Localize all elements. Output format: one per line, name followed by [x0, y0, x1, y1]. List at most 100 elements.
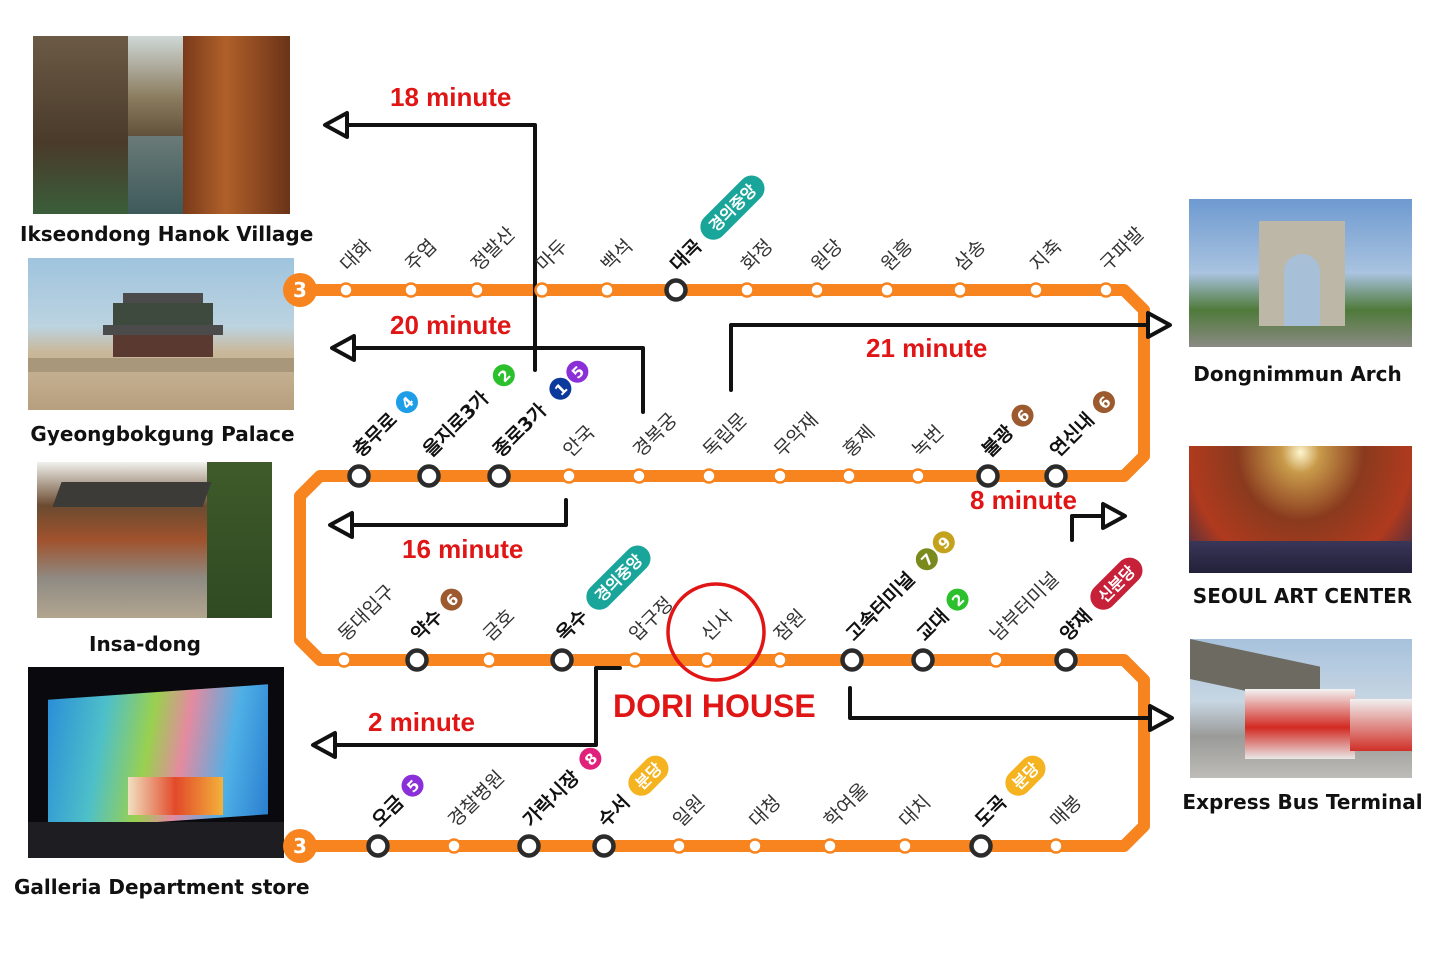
station-name: 경찰병원: [444, 767, 509, 832]
arrow-head-icon: [328, 511, 354, 539]
caption-insa-dong: Insa-dong: [89, 632, 201, 656]
transfer-line-name: 경의중앙: [591, 550, 646, 605]
line-number-badge: 3: [283, 829, 317, 863]
station-name: 지축: [1026, 235, 1066, 275]
station-marker: [671, 838, 687, 854]
photo-seoul-art-center: [1189, 446, 1412, 573]
line-3-track: 33: [283, 273, 1150, 863]
photo-gyeongbokgung-palace: [28, 258, 294, 410]
home-label: DORI HOUSE: [613, 688, 816, 724]
station-name: 옥수: [552, 605, 592, 645]
route-arrow-insadong: [328, 498, 568, 539]
photo-ikseondong-hanok-village: [33, 36, 290, 214]
station-name: 잠원: [770, 605, 810, 645]
route-arrow-galleria: [311, 666, 622, 759]
transfer-line-badge: 2: [946, 588, 969, 611]
station-name: 학여울: [820, 779, 873, 832]
station-name: 홍제: [839, 421, 879, 461]
transfer-station-marker: [911, 648, 935, 672]
station-name: 수서: [594, 791, 634, 831]
route-time-insadong: 16 minute: [402, 534, 523, 564]
line-number-text: 3: [293, 834, 307, 858]
station-marker: [897, 838, 913, 854]
transfer-line-badge: 6: [440, 588, 463, 611]
caption-ikseondong: Ikseondong Hanok Village: [20, 222, 314, 246]
transfer-line-badge: 6: [1092, 391, 1115, 414]
transfer-line-badge: 4: [395, 391, 418, 414]
station-name: 동대입구: [334, 581, 399, 646]
route-arrow-express-bus: [848, 686, 1174, 732]
station-name: 주엽: [401, 235, 441, 275]
station-marker: [336, 652, 352, 668]
transfer-station-marker: [664, 278, 688, 302]
station-name: 고속터미널: [842, 568, 919, 645]
caption-dongnimmun: Dongnimmun Arch: [1193, 362, 1402, 386]
transfer-station-marker: [550, 648, 574, 672]
station-name: 신사: [697, 605, 737, 645]
arrow-head-icon: [1146, 311, 1172, 339]
station-name: 정발산: [467, 223, 520, 276]
station-marker: [822, 838, 838, 854]
arrow-head-icon: [311, 731, 337, 759]
station-marker: [338, 282, 354, 298]
line-track-path: [294, 284, 1150, 852]
station-marker: [772, 468, 788, 484]
station-name: 안국: [559, 421, 599, 461]
station-marker: [809, 282, 825, 298]
station-row4-1[interactable]: 경찰병원: [444, 767, 509, 854]
photo-dongnimmun-arch: [1189, 199, 1412, 347]
station-row3-9[interactable]: 남부터미널: [986, 568, 1063, 668]
route-arrows: [311, 111, 1174, 759]
station-marker: [988, 652, 1004, 668]
station-name: 독립문: [699, 409, 752, 462]
transfer-station-marker: [969, 834, 993, 858]
station-marker: [699, 652, 715, 668]
station-marker: [481, 652, 497, 668]
station-name: 남부터미널: [986, 568, 1063, 645]
station-name: 일원: [669, 791, 709, 831]
transfer-line-badge: 1: [549, 377, 572, 400]
station-marker: [446, 838, 462, 854]
transfer-station-marker: [1044, 464, 1068, 488]
station-marker: [952, 282, 968, 298]
station-name: 종로3가: [489, 399, 551, 461]
photo-galleria-department-store: [28, 667, 284, 858]
line-number-badge: 3: [283, 273, 317, 307]
caption-express-bus: Express Bus Terminal: [1182, 790, 1423, 814]
transfer-station-marker: [592, 834, 616, 858]
station-name: 원당: [807, 235, 847, 275]
route-time-gyeongbokgung: 20 minute: [390, 310, 511, 340]
transfer-station-marker: [840, 648, 864, 672]
station-name: 녹번: [908, 421, 948, 461]
transfer-line-badge: 5: [566, 360, 589, 383]
station-marker: [1098, 282, 1114, 298]
station-name: 구파발: [1096, 223, 1149, 276]
transfer-line-badge: 신분당: [1090, 557, 1143, 610]
station-name: 가락시장: [519, 766, 584, 831]
caption-galleria: Galleria Department store: [14, 875, 310, 899]
transfer-line-name: 경의중앙: [705, 180, 760, 235]
station-name: 화정: [737, 235, 777, 275]
station-name: 대곡: [666, 235, 706, 275]
station-marker: [772, 652, 788, 668]
caption-seoul-art-center: SEOUL ART CENTER: [1192, 584, 1413, 608]
transfer-station-marker: [1054, 648, 1078, 672]
photo-insa-dong: [37, 462, 272, 618]
arrow-head-icon: [330, 334, 356, 362]
station-name: 을지로3가: [419, 387, 494, 462]
route-arrow-gyeongbokgung: [330, 334, 645, 414]
transfer-line-badge: 8: [579, 747, 602, 770]
transfer-station-marker: [405, 648, 429, 672]
transfer-station-marker: [487, 464, 511, 488]
station-row3-0[interactable]: 동대입구: [334, 581, 399, 668]
arrow-head-icon: [1101, 502, 1127, 530]
home-highlight-circle: [666, 582, 766, 682]
